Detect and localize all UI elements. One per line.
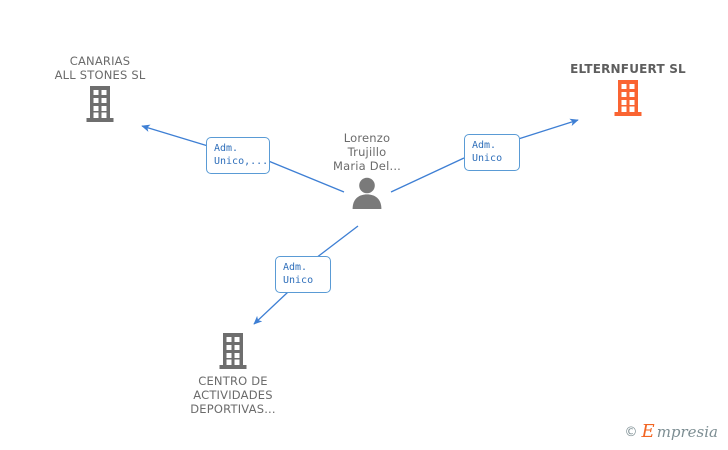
edge-label-elternfuert[interactable]: Adm. Unico bbox=[464, 134, 520, 171]
brand-name: mpresia bbox=[656, 422, 718, 441]
edge-person-to-elternfuert bbox=[390, 118, 579, 193]
empresia-watermark: © E mpresia bbox=[625, 423, 718, 441]
person-icon bbox=[352, 177, 382, 209]
node-elternfuert[interactable]: ELTERNFUERT SL bbox=[528, 62, 728, 117]
building-icon bbox=[219, 333, 247, 369]
node-elternfuert-label: ELTERNFUERT SL bbox=[570, 62, 686, 76]
edge-person-to-centro bbox=[253, 225, 359, 325]
building-icon bbox=[614, 80, 642, 116]
edge-label-canarias[interactable]: Adm. Unico,... bbox=[206, 137, 270, 174]
node-person-label: Lorenzo Trujillo Maria Del... bbox=[332, 131, 402, 173]
node-centro-label: CENTRO DE ACTIVIDADES DEPORTIVAS... bbox=[190, 374, 276, 416]
node-canarias-label: CANARIAS ALL STONES SL bbox=[54, 54, 146, 82]
building-icon bbox=[86, 86, 114, 122]
node-centro[interactable]: CENTRO DE ACTIVIDADES DEPORTIVAS... bbox=[133, 332, 333, 416]
node-canarias[interactable]: CANARIAS ALL STONES SL bbox=[0, 54, 200, 123]
edge-person-to-canarias bbox=[141, 124, 345, 193]
edge-label-centro[interactable]: Adm. Unico bbox=[275, 256, 331, 293]
node-person[interactable]: Lorenzo Trujillo Maria Del... bbox=[267, 131, 467, 210]
brand-initial: E bbox=[641, 421, 655, 442]
copyright-icon: © bbox=[624, 424, 638, 440]
